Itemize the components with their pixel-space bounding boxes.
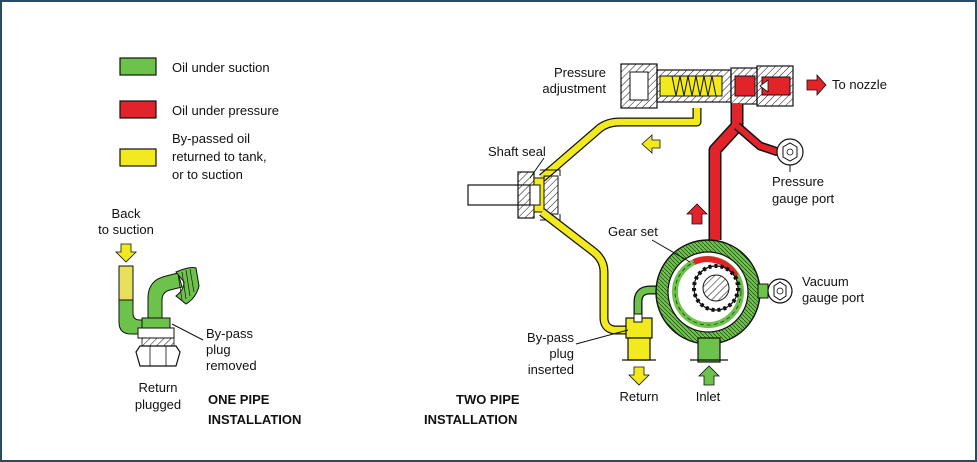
label-return: Return <box>138 380 177 395</box>
two-pipe-title-1: TWO PIPE <box>456 392 520 407</box>
bypass-line-lower <box>540 209 632 334</box>
legend-label-bypass-3: or to suction <box>172 167 243 182</box>
hex-nut-icon <box>135 345 181 367</box>
shaft-seal <box>467 169 561 221</box>
label-removed: removed <box>206 358 257 373</box>
pressure-branch <box>735 123 779 155</box>
two-pipe-installation: Pressure adjustment To nozzle <box>424 63 887 427</box>
label-plug: plug <box>206 342 231 357</box>
label-vacuum: Vacuum <box>802 274 849 289</box>
label-pressure-gauge: Pressure <box>772 174 824 189</box>
label-inserted: inserted <box>528 362 574 377</box>
bypass-plug-inserted <box>622 313 656 361</box>
label-bypass-2: By-pass <box>527 330 574 345</box>
legend-label-suction: Oil under suction <box>172 60 270 75</box>
arrow-right-icon <box>806 73 827 97</box>
label-bypass: By-pass <box>206 326 253 341</box>
arrow-down-icon <box>115 243 137 263</box>
pressure-line <box>710 104 742 240</box>
label-to-nozzle: To nozzle <box>832 77 887 92</box>
one-pipe-title-1: ONE PIPE <box>208 392 270 407</box>
one-pipe-title-2: INSTALLATION <box>208 412 301 427</box>
label-return-2: Return <box>619 389 658 404</box>
legend-label-pressure: Oil under pressure <box>172 103 279 118</box>
label-gauge-port: gauge port <box>772 191 835 206</box>
arrow-up-icon <box>698 365 720 386</box>
legend-swatch-suction <box>119 57 157 76</box>
suction-riser <box>147 272 183 321</box>
legend-swatch-bypass <box>119 148 157 167</box>
label-back: Back <box>112 206 141 221</box>
label-plug-2: plug <box>549 346 574 361</box>
arrow-up-icon <box>686 203 708 225</box>
arrow-down-icon <box>628 366 650 386</box>
one-pipe-installation: Back to suction By-pass plug removed Ret… <box>98 206 301 427</box>
arrow-left-icon <box>641 134 661 154</box>
two-pipe-title-2: INSTALLATION <box>424 412 517 427</box>
label-plugged: plugged <box>135 397 181 412</box>
legend-label-bypass-2: returned to tank, <box>172 149 267 164</box>
label-adjustment: adjustment <box>542 81 606 96</box>
pressure-regulator <box>620 63 794 109</box>
flex-hose <box>175 267 200 305</box>
gear-set <box>655 239 769 363</box>
label-shaft-seal: Shaft seal <box>488 144 546 159</box>
label-to-suction: to suction <box>98 222 154 237</box>
label-inlet: Inlet <box>696 389 721 404</box>
legend-label-bypass-1: By-passed oil <box>172 131 250 146</box>
label-pressure: Pressure <box>554 65 606 80</box>
suction-line <box>634 286 672 318</box>
label-vacuum-gauge-port: gauge port <box>802 290 865 305</box>
bypass-line-upper <box>539 108 701 181</box>
legend-swatch-pressure <box>119 100 157 119</box>
label-gear-set: Gear set <box>608 224 658 239</box>
legend: Oil under suction Oil under pressure By-… <box>119 57 279 182</box>
